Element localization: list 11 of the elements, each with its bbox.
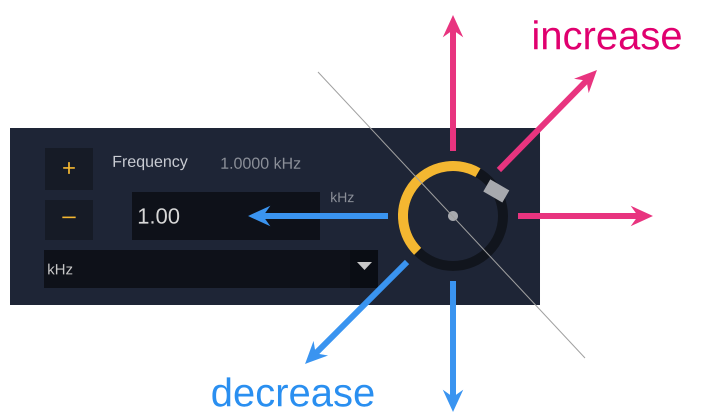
increase-label: increase [534, 20, 681, 50]
decrease-label: decrease [212, 377, 374, 407]
unit-label: kHz [331, 192, 354, 202]
knob [398, 161, 510, 271]
input-field: 1.00 [132, 192, 320, 240]
field-label: Frequency [114, 156, 188, 170]
minus-button: – [45, 200, 93, 240]
value-readout: 1.0000 kHz [221, 157, 300, 169]
plus-button: + [45, 148, 93, 190]
node-label: kHz [48, 264, 72, 274]
dropdown: kHz [44, 250, 378, 288]
